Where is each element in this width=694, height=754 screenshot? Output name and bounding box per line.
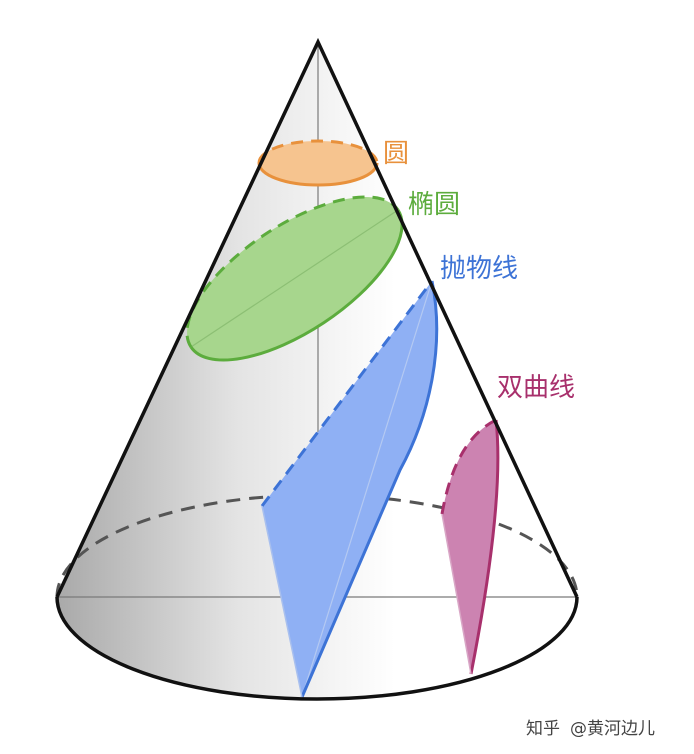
watermark: 知乎 @黄河边儿 — [526, 719, 655, 739]
label-hyperbola: 双曲线 — [497, 373, 575, 403]
base-back-edge — [55, 493, 579, 598]
circle-front — [259, 141, 377, 185]
hyperbola-fill — [442, 420, 498, 674]
hyperbola-section — [440, 418, 500, 675]
label-parabola: 抛物线 — [440, 254, 518, 284]
parabola-back-edge — [260, 280, 434, 507]
parabola-fill — [262, 281, 437, 697]
watermark-platform: 知乎 — [526, 719, 560, 739]
hyperbola-back-edge — [440, 418, 497, 515]
cone-side-edges — [55, 37, 579, 598]
parabola-axis-line — [301, 280, 433, 698]
hyperbola-front-edge — [469, 419, 500, 675]
circle-front-edge — [257, 162, 379, 187]
ellipse-section — [185, 195, 404, 362]
hyperbola-cut-edge — [441, 513, 472, 675]
parabola-section — [260, 280, 439, 698]
ellipse-front-edge — [189, 209, 404, 362]
watermark-author: @黄河边儿 — [570, 719, 655, 739]
circle-section — [257, 139, 379, 187]
base-front-edge — [55, 596, 579, 701]
label-circle: 圆 — [383, 139, 409, 169]
parabola-front-edge — [300, 280, 439, 698]
ellipse-axis-line — [190, 209, 399, 348]
cone-outline — [55, 37, 579, 701]
parabola-cut-edge — [261, 505, 303, 698]
label-ellipse: 椭圆 — [408, 190, 460, 220]
